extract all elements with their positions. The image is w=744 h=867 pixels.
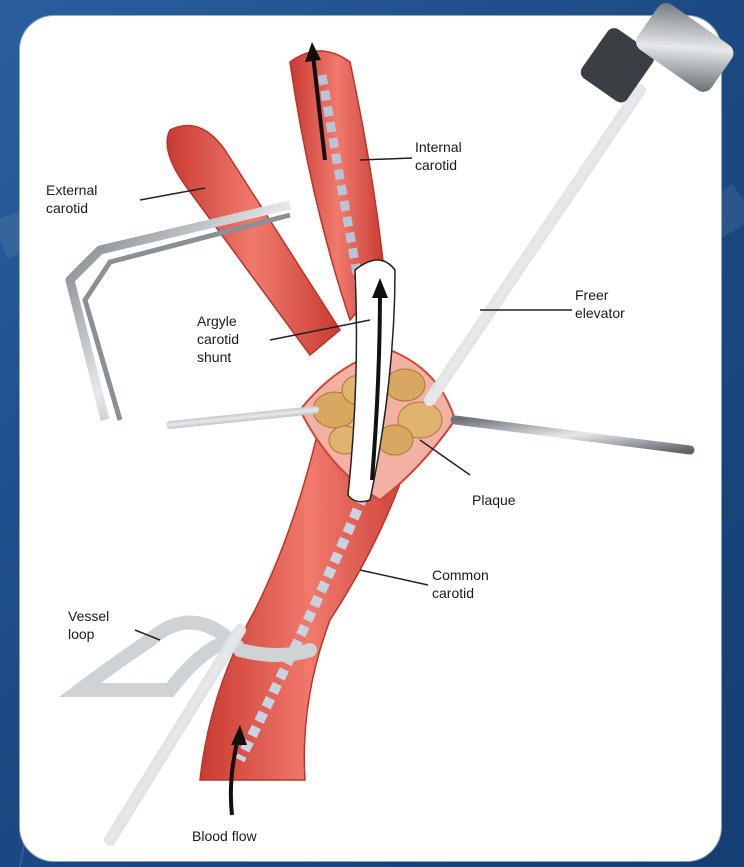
retractor-left	[170, 410, 315, 425]
label-common-carotid: Common carotid	[432, 567, 493, 601]
label-plaque: Plaque	[472, 492, 516, 508]
label-freer-elevator: Freer elevator	[575, 287, 625, 321]
label-blood-flow: Blood flow	[192, 828, 257, 844]
label-internal-carotid: Internal carotid	[415, 139, 466, 173]
label-argyle-carotid-shunt: Argyle carotid shunt	[197, 313, 243, 365]
retractor-right	[455, 420, 690, 450]
label-vessel-loop: Vessel loop	[68, 608, 113, 642]
label-external-carotid: External carotid	[46, 182, 101, 216]
freer-elevator-grip	[632, 0, 737, 96]
freer-elevator	[430, 90, 640, 400]
